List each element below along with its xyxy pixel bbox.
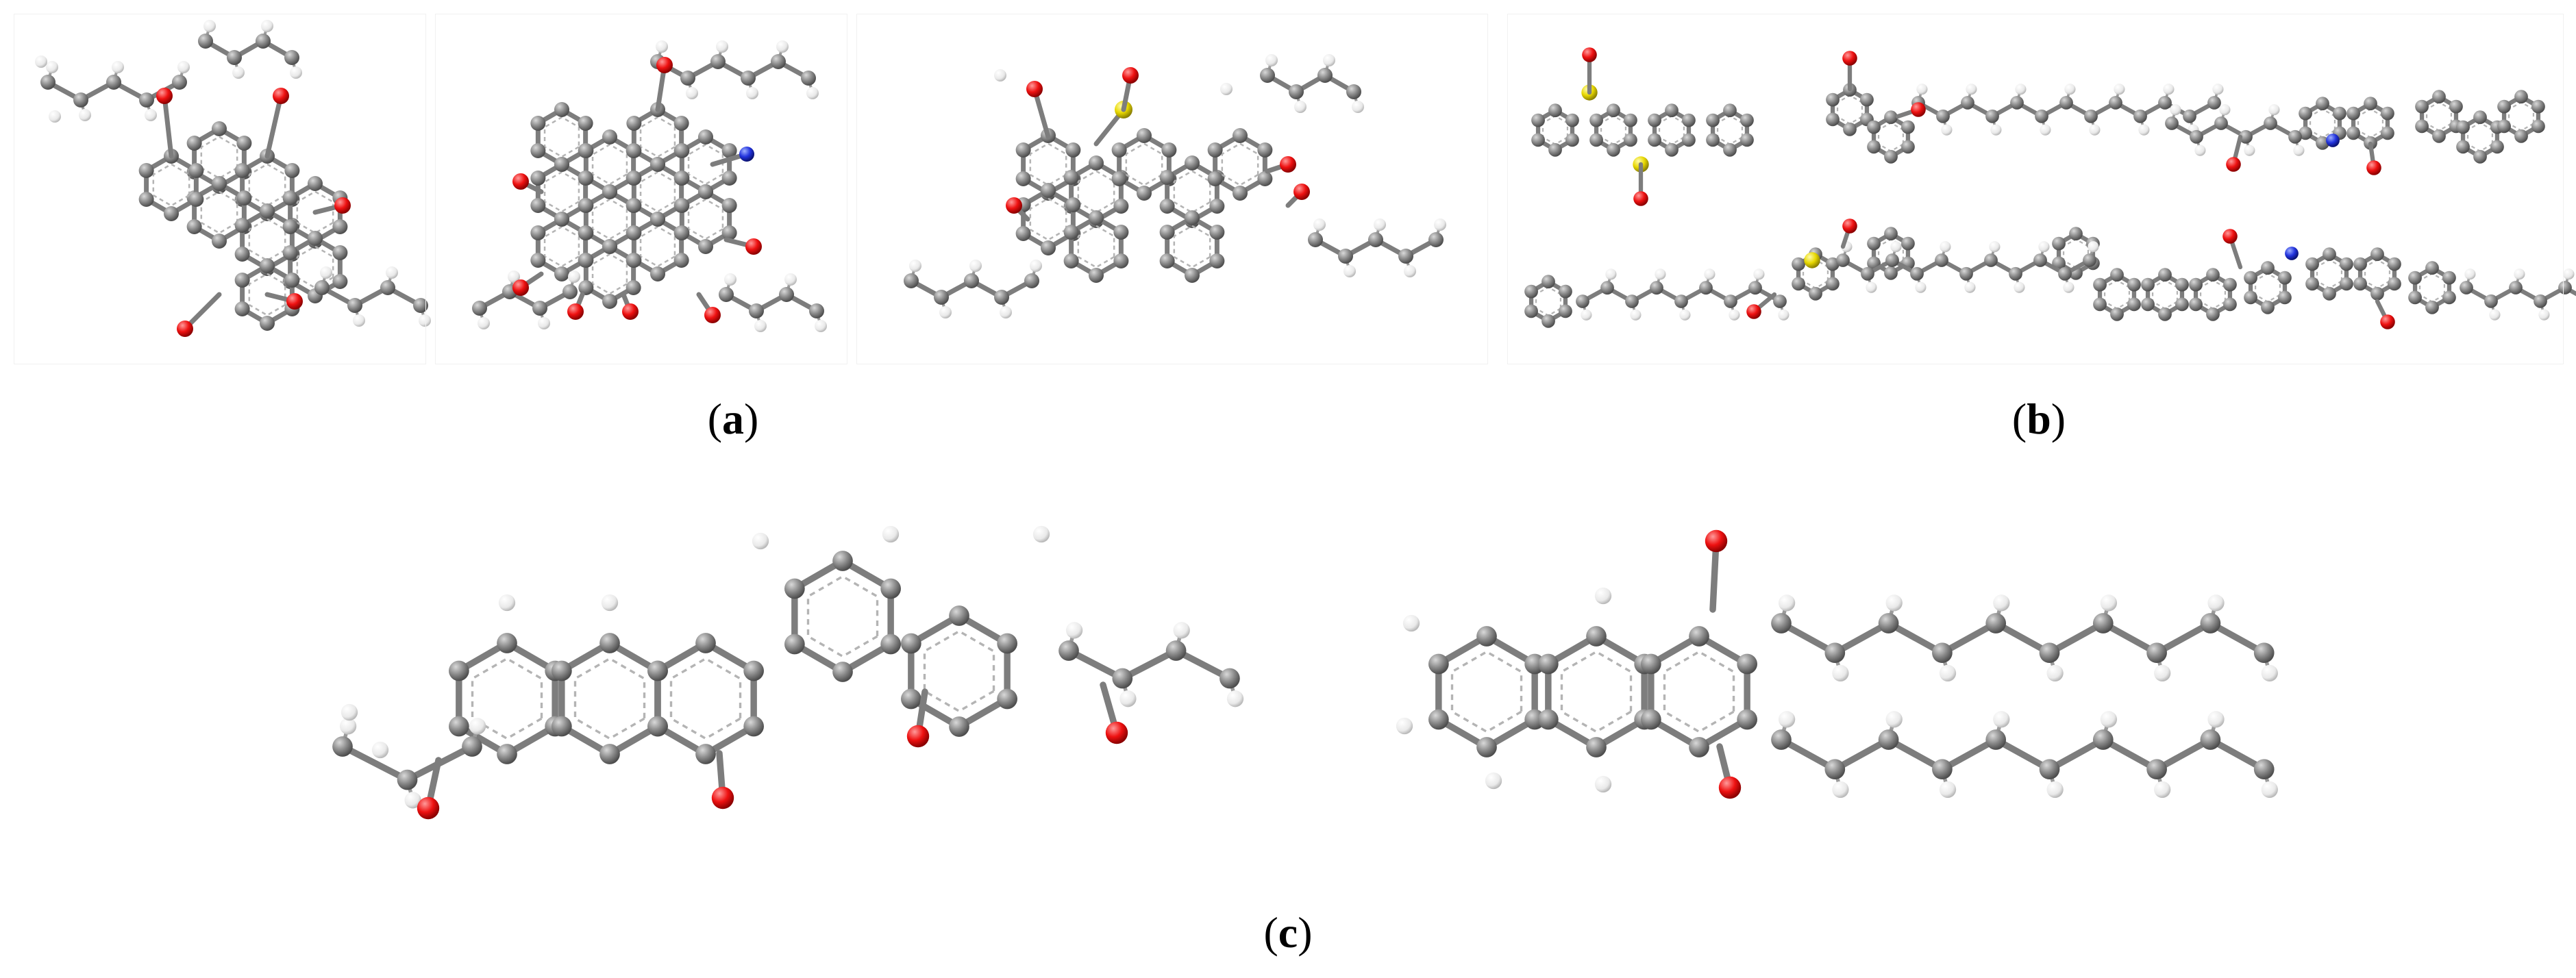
molecule-b3: [2165, 90, 2545, 175]
caption-b-letter: b: [2027, 394, 2051, 443]
molecule-c1: [332, 525, 1244, 820]
caption-b: (b): [2011, 394, 2066, 443]
molecule-a3: [904, 54, 1446, 318]
caption-c: (c): [1263, 908, 1313, 957]
caption-c-letter: c: [1278, 908, 1298, 957]
panel-a-frame-3: [856, 14, 1488, 364]
molecule-a2: [472, 40, 827, 332]
molecule-b1: [1531, 47, 1754, 206]
molecule-c2: [1396, 529, 2278, 799]
panel-b-frame: [1507, 14, 2564, 364]
molecule-b5: [2093, 229, 2576, 329]
molecule-b4: [1524, 218, 2100, 328]
caption-a-letter: a: [722, 394, 744, 443]
panel-a-frame-1: [14, 14, 426, 364]
molecule-b2: [1826, 51, 2224, 164]
molecule-a1: [35, 20, 431, 337]
panel-a-frame-2: [435, 14, 847, 364]
caption-a: (a): [707, 394, 759, 443]
